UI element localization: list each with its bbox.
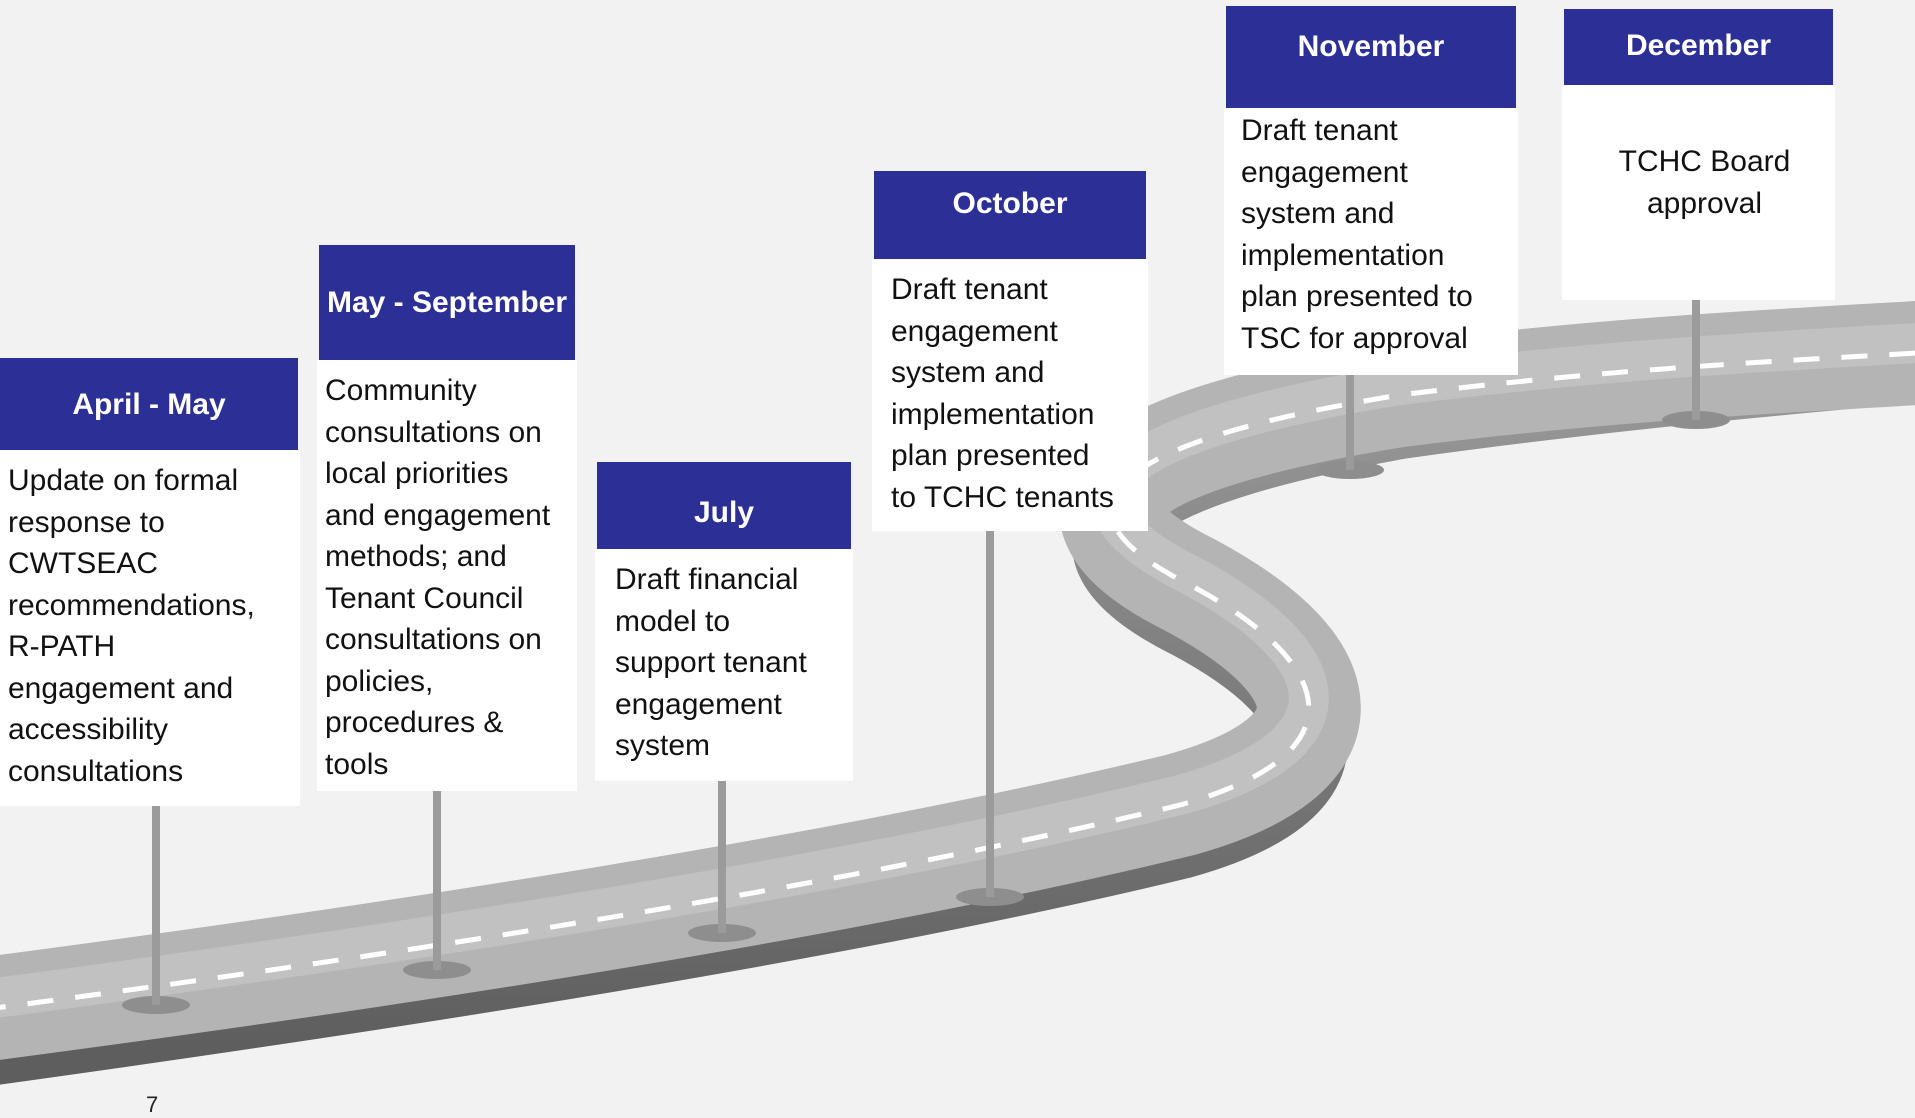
description-line: engagement and bbox=[8, 671, 234, 705]
description-line: procedures & bbox=[325, 706, 504, 739]
description-line: Draft tenant bbox=[1241, 114, 1398, 147]
pole-april-may bbox=[122, 805, 190, 1014]
milestone-november: November Draft tenant engagement system … bbox=[1224, 6, 1518, 375]
milestone-heading: December bbox=[1564, 9, 1833, 85]
description-line: Community bbox=[325, 374, 477, 407]
description-line: policies, bbox=[325, 664, 434, 698]
description-line: response to bbox=[8, 505, 165, 539]
road-highlight bbox=[0, 323, 1915, 1018]
description-line: consultations bbox=[8, 754, 184, 788]
description-line: engagement bbox=[891, 314, 1058, 348]
description-line: implementation bbox=[891, 397, 1095, 431]
milestone-april-may: April - May Update on formal response to… bbox=[0, 358, 300, 806]
description-line: tools bbox=[325, 747, 389, 781]
description-line: recommendations, bbox=[8, 588, 255, 622]
pole-december bbox=[1662, 298, 1730, 429]
description-line: local priorities bbox=[325, 457, 509, 490]
description-line: approval bbox=[1646, 186, 1763, 220]
milestone-description: Update on formal response to CWTSEAC rec… bbox=[0, 450, 300, 806]
milestone-heading: July bbox=[597, 462, 851, 549]
description-line: methods; and bbox=[325, 540, 507, 573]
description-line: system and bbox=[1241, 197, 1395, 230]
pole-may-september bbox=[403, 790, 471, 979]
description-line: implementation bbox=[1241, 238, 1445, 272]
description-line: Draft tenant bbox=[891, 273, 1048, 306]
description-line: consultations on bbox=[325, 415, 542, 449]
description-line: engagement bbox=[615, 687, 782, 721]
description-line: Draft financial bbox=[615, 563, 799, 596]
description-line: TSC for approval bbox=[1241, 321, 1468, 355]
description-line: system and bbox=[891, 356, 1045, 389]
description-line: engagement bbox=[1241, 155, 1408, 189]
page-number: 7 bbox=[146, 1092, 159, 1117]
description-line: accessibility bbox=[8, 713, 169, 746]
milestone-heading: October bbox=[874, 171, 1146, 259]
milestone-heading: April - May bbox=[0, 358, 298, 450]
description-line: model to bbox=[615, 604, 731, 638]
milestone-description: Draft financial model to support tenant … bbox=[595, 549, 853, 781]
milestone-description: Draft tenant engagement system and imple… bbox=[872, 259, 1148, 531]
description-line: Update on formal bbox=[8, 464, 239, 497]
milestone-heading: November bbox=[1226, 6, 1516, 108]
milestone-heading: May - September bbox=[319, 245, 575, 360]
description-line: TCHC Board bbox=[1618, 145, 1791, 178]
description-line: CWTSEAC bbox=[8, 547, 158, 580]
road-center-line bbox=[0, 350, 1915, 1010]
description-line: consultations on bbox=[325, 623, 542, 656]
description-line: plan presented bbox=[891, 439, 1090, 472]
description-line: Tenant Council bbox=[325, 581, 524, 615]
milestone-july: July Draft financial model to support te… bbox=[595, 462, 853, 781]
description-line: and engagement bbox=[325, 498, 551, 532]
pole-july bbox=[688, 780, 756, 942]
milestone-may-september: May - September Community consultations … bbox=[317, 245, 577, 791]
description-line: plan presented to bbox=[1241, 280, 1473, 313]
pole-november bbox=[1316, 372, 1384, 479]
milestone-october: October Draft tenant engagement system a… bbox=[872, 171, 1148, 531]
description-line: to TCHC tenants bbox=[891, 480, 1114, 514]
milestone-description: TCHC Board approval bbox=[1562, 85, 1835, 300]
pole-october bbox=[956, 530, 1024, 906]
description-line: R-PATH bbox=[8, 630, 116, 663]
milestone-description: Community consultations on local priorit… bbox=[317, 360, 577, 791]
milestone-december: December TCHC Board approval bbox=[1562, 9, 1835, 300]
description-line: support tenant bbox=[615, 646, 807, 679]
milestone-description: Draft tenant engagement system and imple… bbox=[1224, 108, 1518, 375]
description-line: system bbox=[615, 729, 711, 762]
